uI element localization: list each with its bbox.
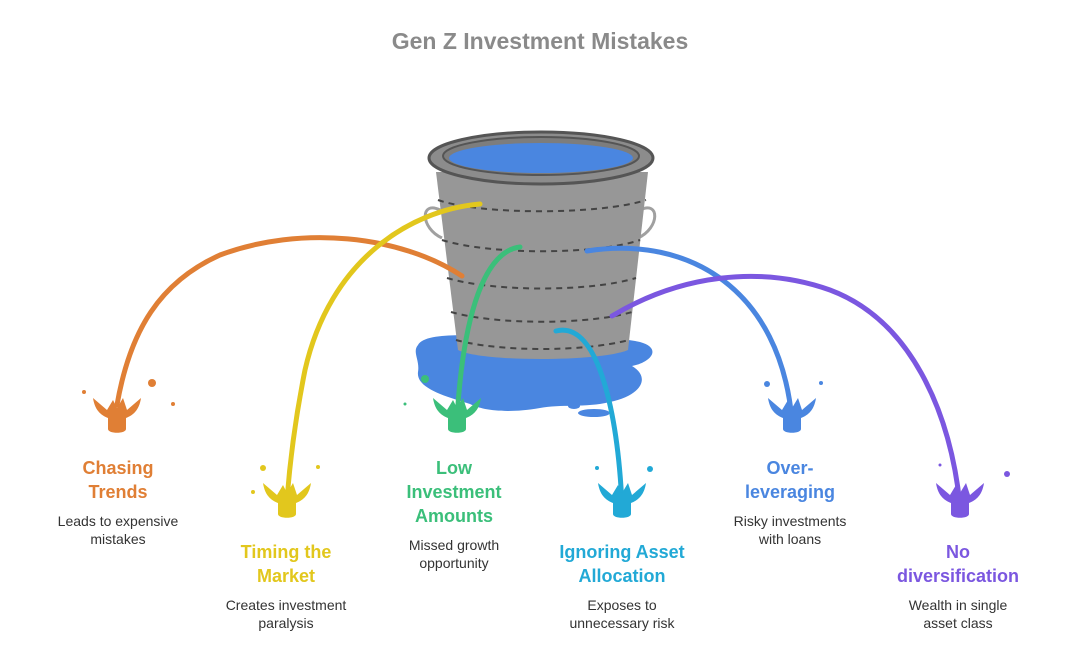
item-description: Wealth in single asset class — [908, 597, 1008, 631]
item-heading: Ignoring Asset Allocation — [559, 542, 685, 586]
splash-droplet — [82, 390, 86, 394]
splash-droplet — [764, 381, 770, 387]
stream-line — [609, 273, 963, 508]
splash-droplet — [171, 402, 175, 406]
splash-icon — [768, 398, 816, 433]
item-description: Exposes to unnecessary risk — [569, 597, 675, 631]
stream-line — [454, 244, 523, 423]
bucket-ring — [455, 339, 630, 350]
item-no-diversification: No diversification Wealth in single asse… — [858, 540, 1058, 632]
splash-icon — [598, 483, 646, 518]
splash-droplet — [647, 466, 653, 472]
item-heading: Low Investment Amounts — [406, 458, 502, 526]
item-over-leveraging: Over- leveraging Risky investments with … — [690, 456, 890, 548]
item-description: Leads to expensive mistakes — [57, 513, 179, 547]
bucket-ring — [441, 239, 641, 253]
item-heading: Over- leveraging — [744, 458, 836, 502]
splash-droplet — [938, 463, 942, 467]
splash-icon — [263, 483, 311, 518]
item-heading: No diversification — [896, 542, 1020, 586]
splash-droplet — [1004, 471, 1010, 477]
diagram-title: Gen Z Investment Mistakes — [391, 28, 689, 54]
streams-layer — [82, 201, 1010, 518]
item-description: Creates investment paralysis — [225, 597, 347, 631]
stream-line — [284, 201, 483, 503]
bucket-handle-right — [637, 206, 657, 240]
water-drop — [568, 403, 580, 409]
bucket-water — [449, 143, 633, 173]
splash-droplet — [595, 466, 599, 470]
splash-droplet — [251, 490, 255, 494]
item-description: Risky investments with loans — [733, 513, 847, 547]
stream-line — [553, 327, 625, 508]
stream-line — [114, 235, 465, 408]
item-timing-the-market: Timing the Market Creates investment par… — [186, 540, 386, 632]
splash-droplet — [148, 379, 156, 387]
item-ignoring-asset-allocation: Ignoring Asset Allocation Exposes to unn… — [522, 540, 722, 632]
splash-droplet — [403, 402, 407, 406]
item-low-investment-amounts: Low Investment Amounts Missed growth opp… — [354, 456, 554, 572]
splash-droplet — [819, 381, 823, 385]
bucket-body — [436, 172, 648, 359]
splash-icon — [93, 398, 141, 433]
item-description: Missed growth opportunity — [408, 537, 500, 571]
splash-droplet — [260, 465, 266, 471]
bucket-ring — [450, 311, 633, 323]
splash-droplet — [316, 465, 320, 469]
stream-line — [584, 245, 795, 423]
splash-icon — [936, 483, 984, 518]
water-drop — [578, 409, 610, 417]
item-chasing-trends: Chasing Trends Leads to expensive mistak… — [18, 456, 218, 548]
item-heading: Chasing Trends — [82, 458, 154, 502]
item-heading: Timing the Market — [240, 542, 332, 586]
splash-icon — [433, 398, 481, 433]
bucket-ring — [437, 199, 647, 213]
splash-droplet — [421, 375, 429, 383]
